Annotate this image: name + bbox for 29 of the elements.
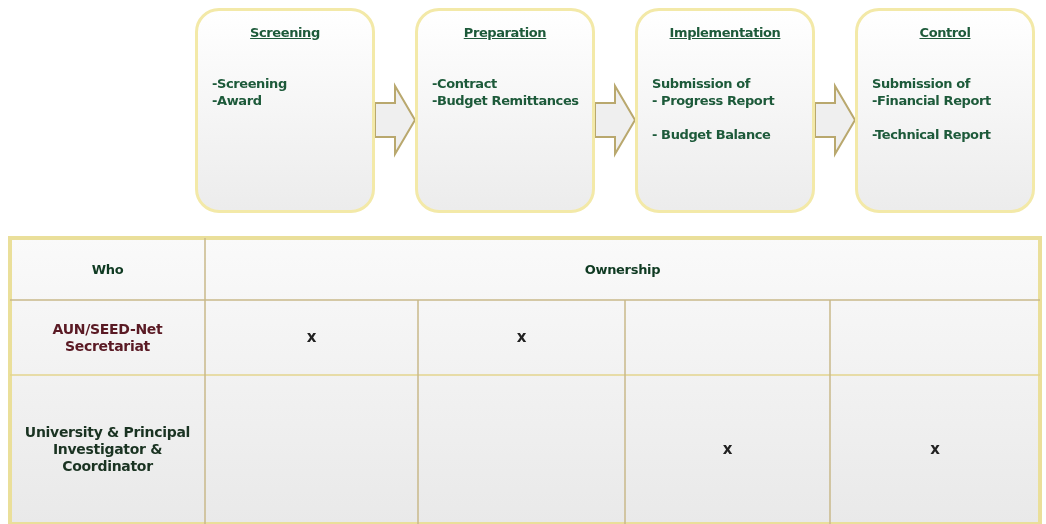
block-arrow bbox=[594, 82, 637, 158]
stage-item: - Budget Balance bbox=[652, 126, 772, 143]
stage-box bbox=[195, 8, 375, 213]
stage-box bbox=[855, 8, 1035, 213]
stage-item: -Contract bbox=[432, 75, 498, 92]
row-header: University & Principal Investigator & Coordinator bbox=[23, 424, 192, 475]
row-header: AUN/SEED-Net Secretariat bbox=[51, 320, 164, 355]
stage-item: -Financial Report bbox=[872, 92, 992, 109]
stage-item: -Screening bbox=[212, 75, 288, 92]
check-mark: x bbox=[306, 329, 317, 346]
check-mark: x bbox=[722, 441, 733, 458]
stage-box bbox=[415, 8, 595, 213]
stage-heading: Preparation bbox=[463, 25, 547, 40]
stage-item: - Progress Report bbox=[652, 92, 776, 109]
check-mark: x bbox=[516, 329, 527, 346]
block-arrow bbox=[374, 82, 417, 158]
stage-item: -Technical Report bbox=[872, 126, 992, 143]
stage-item: Submission of bbox=[652, 75, 752, 92]
stage-item: -Award bbox=[212, 92, 263, 109]
stage-box bbox=[635, 8, 815, 213]
check-mark: x bbox=[930, 441, 940, 458]
column-header: Who bbox=[91, 260, 124, 278]
stage-item: -Budget Remittances bbox=[432, 92, 580, 109]
column-header: Ownership bbox=[584, 260, 661, 278]
stage-heading: Screening bbox=[250, 25, 320, 40]
stage-item: Submission of bbox=[872, 75, 972, 92]
stage-heading: Implementation bbox=[669, 25, 781, 40]
block-arrow bbox=[814, 82, 857, 158]
stage-heading: Control bbox=[919, 25, 971, 40]
